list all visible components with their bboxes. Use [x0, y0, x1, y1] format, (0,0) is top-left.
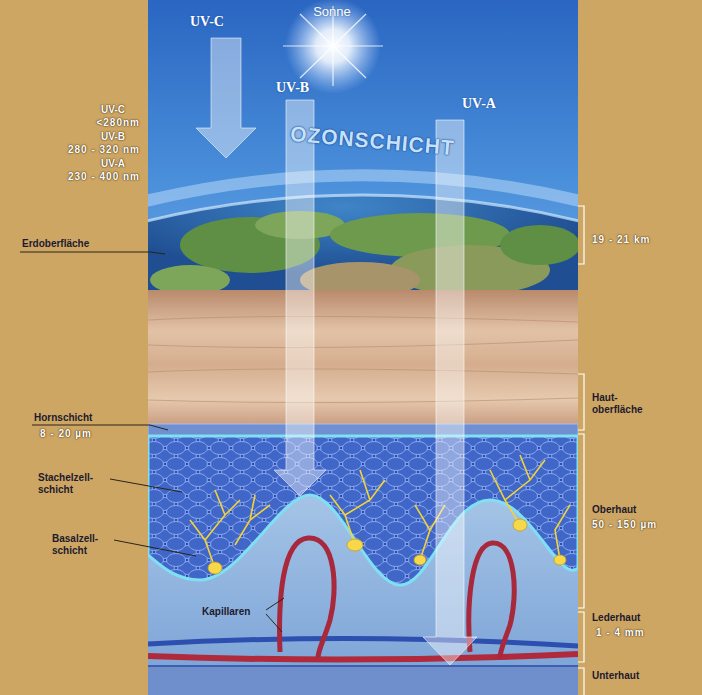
wavelength-range: 230 - 400 nm [68, 171, 140, 183]
part-label: Kapillaren [202, 606, 250, 618]
skin-surface [148, 290, 578, 426]
center-panel [148, 0, 578, 695]
wavelength-range: 280 - 320 nm [68, 144, 140, 156]
horn-layer [148, 424, 578, 436]
artery [148, 654, 578, 660]
atmosphere-rim [148, 195, 578, 695]
sun [285, 0, 381, 94]
part-label: Haut- oberfläche [592, 392, 643, 416]
part-label: Unterhaut [592, 670, 639, 682]
dimension: 8 - 20 µm [40, 428, 92, 440]
leader-lines [20, 252, 284, 632]
band-name: UV-A [101, 158, 125, 170]
part-label: Oberhaut [592, 504, 636, 516]
part-label: Hornschicht [34, 412, 92, 424]
wavelength-range: <280nm [96, 117, 140, 129]
melanocytes [190, 455, 570, 568]
subcutis [148, 666, 578, 695]
dimension: 19 - 21 km [592, 234, 650, 246]
uv-arrows [196, 38, 477, 665]
band-name: UV-B [101, 131, 125, 143]
dimension: 1 - 4 mm [596, 627, 645, 639]
ray-label: UV-B [276, 80, 309, 97]
dimension: 50 - 150 µm [592, 519, 657, 531]
sun-label: Sonne [313, 4, 351, 20]
ray-label: UV-A [462, 96, 496, 113]
capillary-loop [469, 543, 514, 658]
skin-texture [148, 316, 578, 402]
part-label: Basalzell- schicht [52, 533, 98, 557]
ray-label: UV-C [190, 14, 224, 31]
part-label: Erdoberfläche [22, 238, 89, 250]
brackets [578, 206, 584, 695]
part-label: Lederhaut [592, 612, 640, 624]
vein [148, 638, 578, 646]
dermis [148, 426, 578, 666]
part-label: Stachelzell- schicht [38, 472, 93, 496]
band-name: UV-C [101, 104, 125, 116]
capillary-loop [280, 538, 335, 658]
